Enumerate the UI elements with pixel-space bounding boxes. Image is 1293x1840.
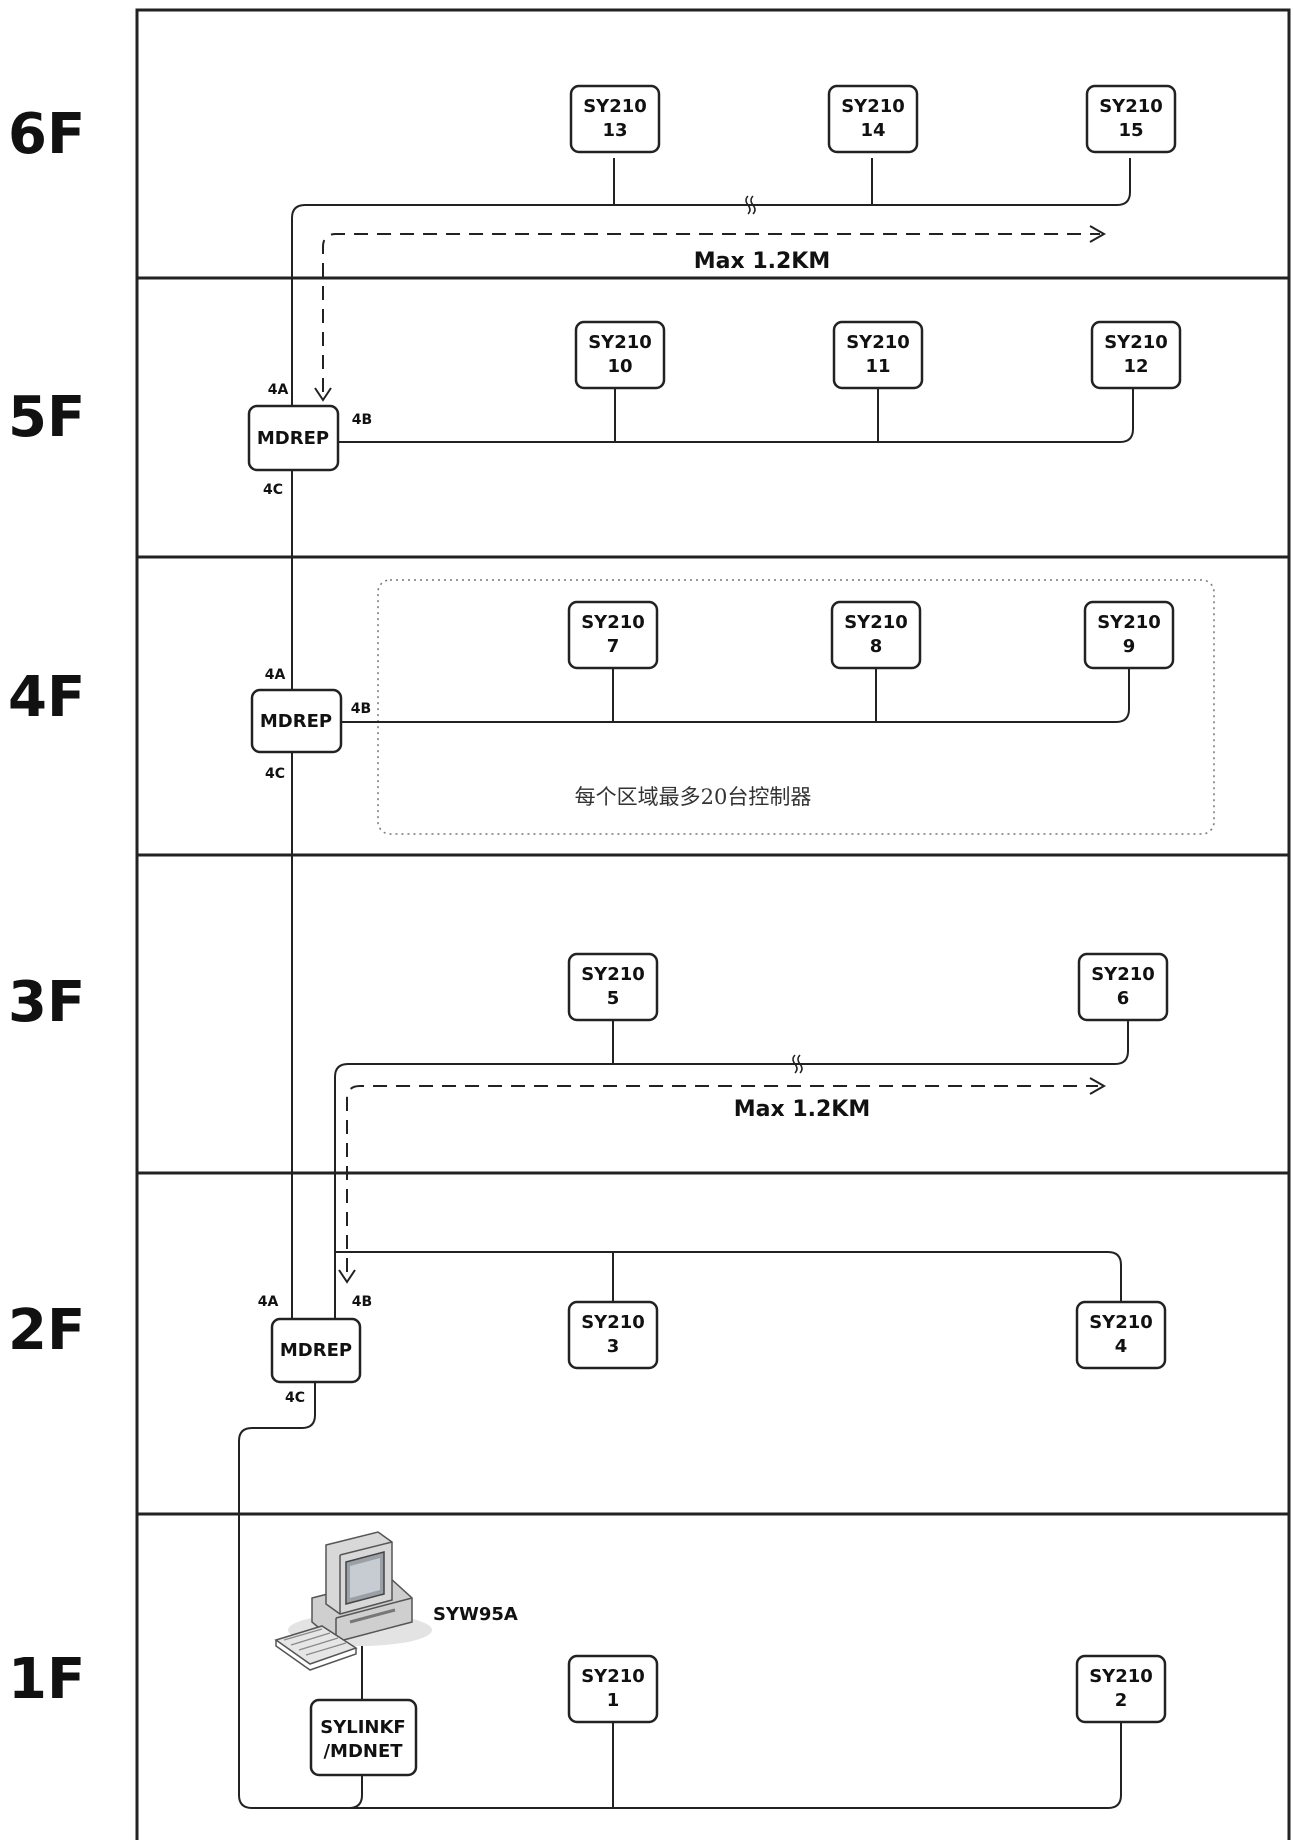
svg-text:MDREP: MDREP	[260, 711, 332, 732]
svg-text:/MDNET: /MDNET	[323, 1741, 403, 1762]
svg-text:1: 1	[607, 1690, 620, 1711]
controller-4: SY210 4	[1075, 1300, 1167, 1370]
svg-text:SY210: SY210	[581, 612, 645, 633]
svg-text:MDREP: MDREP	[257, 428, 329, 449]
zone-note: 每个区域最多20台控制器	[575, 785, 812, 809]
bus-6f	[291, 158, 1131, 405]
converter-link	[348, 1774, 363, 1809]
svg-text:SY210: SY210	[581, 1666, 645, 1687]
port-4b: 4B	[351, 701, 371, 717]
svg-text:12: 12	[1123, 356, 1148, 377]
port-4b: 4B	[352, 412, 372, 428]
break-symbol-icon	[745, 195, 756, 215]
svg-text:SY210: SY210	[588, 332, 652, 353]
floor-label-5f: 5F	[8, 385, 86, 450]
repeater-5f: MDREP 4A 4B 4C	[247, 382, 372, 498]
svg-text:6: 6	[1117, 988, 1130, 1009]
arrowhead	[338, 1269, 356, 1284]
svg-text:13: 13	[602, 120, 627, 141]
svg-text:10: 10	[607, 356, 632, 377]
controller-8: SY210 8	[830, 600, 922, 670]
controller-11: SY210 11	[832, 320, 924, 390]
svg-text:SY210: SY210	[581, 1312, 645, 1333]
controller-12: SY210 12	[1090, 320, 1182, 390]
repeater-4f: MDREP 4A 4B 4C	[250, 667, 371, 782]
floor-label-6f: 6F	[8, 102, 86, 167]
port-4b: 4B	[352, 1294, 372, 1310]
svg-text:9: 9	[1123, 636, 1136, 657]
svg-text:2: 2	[1115, 1690, 1128, 1711]
floor-label-2f: 2F	[8, 1298, 86, 1363]
controller-3: SY210 3	[567, 1300, 659, 1370]
port-4c: 4C	[263, 482, 283, 498]
svg-text:7: 7	[607, 636, 620, 657]
svg-text:SY210: SY210	[1104, 332, 1168, 353]
svg-text:SY210: SY210	[1091, 964, 1155, 985]
controller-1: SY210 1	[567, 1654, 659, 1724]
svg-text:SY210: SY210	[1099, 96, 1163, 117]
distance-arrow-3f	[346, 1085, 1098, 1272]
port-4a: 4A	[258, 1294, 279, 1310]
svg-text:5: 5	[607, 988, 620, 1009]
svg-text:SY210: SY210	[1097, 612, 1161, 633]
controller-9: SY210 9	[1083, 600, 1175, 670]
port-4a: 4A	[265, 667, 286, 683]
computer-label: SYW95A	[433, 1604, 518, 1625]
repeater-2f: MDREP 4A 4B 4C	[258, 1294, 373, 1406]
converter-box: SYLINKF /MDNET	[309, 1698, 418, 1777]
controller-15: SY210 15	[1085, 84, 1177, 154]
computer-icon	[274, 1531, 432, 1671]
arrowhead	[1089, 1077, 1107, 1095]
bus-5f	[338, 388, 1134, 443]
bus-4f	[340, 668, 1130, 723]
port-4c: 4C	[265, 766, 285, 782]
floor-label-1f: 1F	[8, 1647, 86, 1712]
distance-arrow-6f	[322, 233, 1100, 392]
port-4a: 4A	[268, 382, 289, 398]
controller-13: SY210 13	[569, 84, 661, 154]
svg-text:SY210: SY210	[844, 612, 908, 633]
controller-6: SY210 6	[1077, 952, 1169, 1022]
svg-text:14: 14	[860, 120, 885, 141]
svg-text:SY210: SY210	[581, 964, 645, 985]
svg-text:11: 11	[865, 356, 890, 377]
bus-3f	[334, 1020, 1129, 1320]
svg-text:3: 3	[607, 1336, 620, 1357]
controller-2: SY210 2	[1075, 1654, 1167, 1724]
arrowhead	[1089, 225, 1107, 243]
controller-14: SY210 14	[827, 84, 919, 154]
svg-text:SY210: SY210	[841, 96, 905, 117]
svg-text:SY210: SY210	[1089, 1666, 1153, 1687]
svg-text:SY210: SY210	[1089, 1312, 1153, 1333]
svg-text:SY210: SY210	[846, 332, 910, 353]
svg-text:MDREP: MDREP	[280, 1340, 352, 1361]
floor-label-4f: 4F	[8, 665, 86, 730]
svg-text:SYLINKF: SYLINKF	[320, 1717, 405, 1738]
svg-text:8: 8	[870, 636, 883, 657]
break-symbol-icon	[792, 1054, 803, 1074]
bus-2f	[335, 1251, 1122, 1302]
controller-5: SY210 5	[567, 952, 659, 1022]
bus-1f	[238, 1382, 1122, 1809]
port-4c: 4C	[285, 1390, 305, 1406]
arrowhead	[314, 387, 332, 402]
svg-text:SY210: SY210	[583, 96, 647, 117]
controller-7: SY210 7	[567, 600, 659, 670]
floor-label-3f: 3F	[8, 970, 86, 1035]
distance-label-6f: Max 1.2KM	[694, 249, 831, 274]
svg-text:15: 15	[1118, 120, 1143, 141]
svg-text:4: 4	[1115, 1336, 1128, 1357]
distance-label-3f: Max 1.2KM	[734, 1097, 871, 1122]
building-frame	[135, 8, 1291, 1840]
controller-10: SY210 10	[574, 320, 666, 390]
